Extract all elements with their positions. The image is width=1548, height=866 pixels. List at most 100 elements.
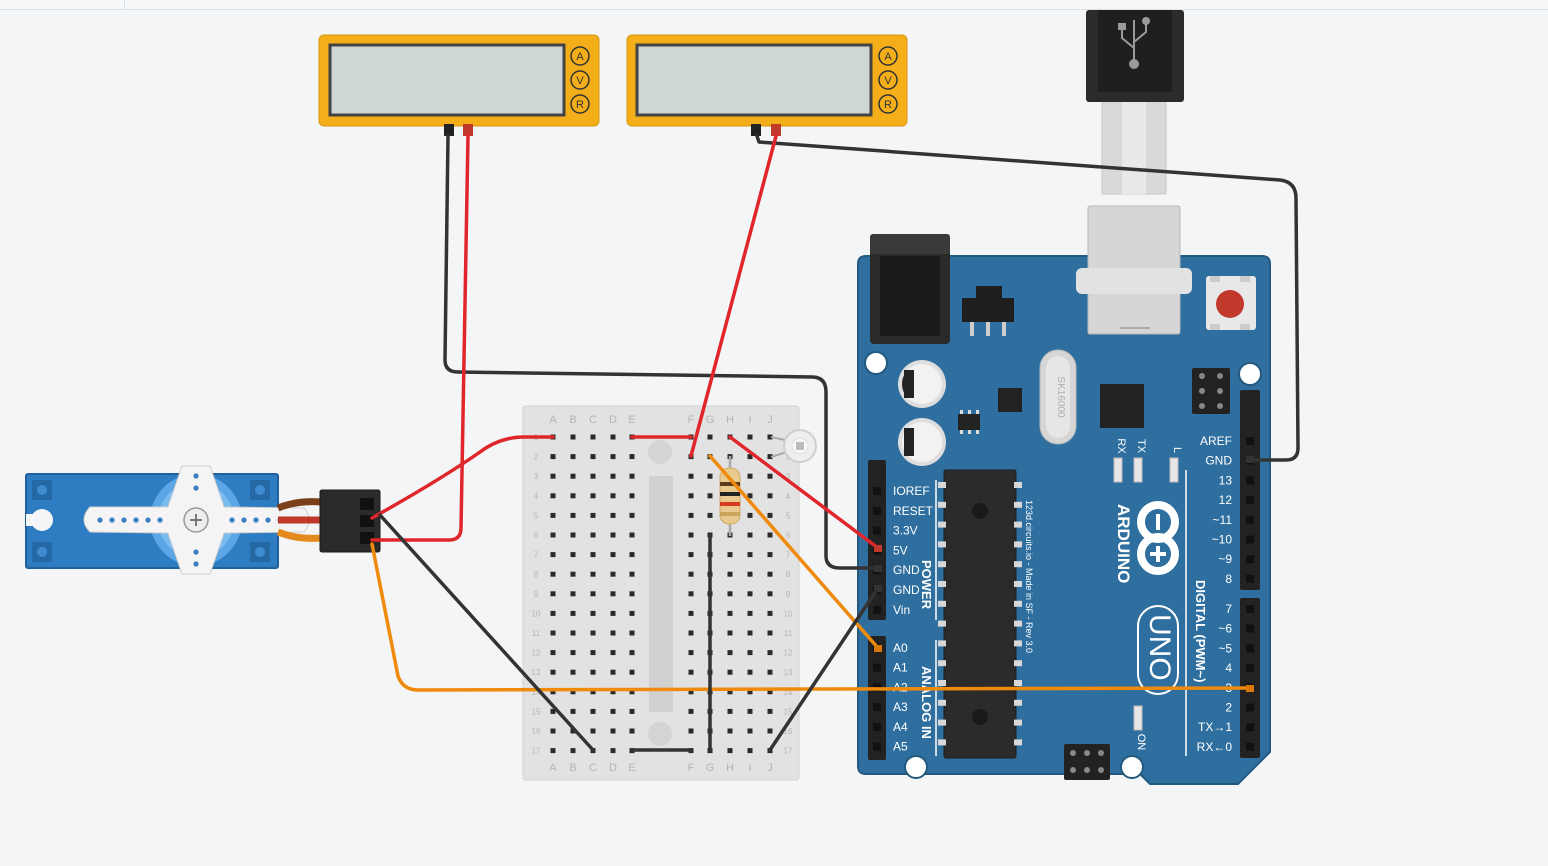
breadboard-hole[interactable] — [570, 454, 576, 460]
breadboard-hole[interactable] — [570, 512, 576, 518]
arduino-pin-socket[interactable] — [873, 742, 881, 751]
arduino-pin-socket[interactable] — [873, 506, 881, 515]
breadboard-hole[interactable] — [570, 434, 576, 440]
multimeter-1-mode-r[interactable]: R — [576, 99, 584, 111]
breadboard-hole[interactable] — [688, 591, 694, 597]
breadboard-hole[interactable] — [767, 630, 773, 636]
breadboard-hole[interactable] — [590, 669, 596, 675]
breadboard-hole[interactable] — [688, 728, 694, 734]
breadboard-hole[interactable] — [688, 650, 694, 656]
breadboard-hole[interactable] — [610, 630, 616, 636]
arduino-pin-socket[interactable] — [873, 605, 881, 614]
breadboard-hole[interactable] — [550, 512, 556, 518]
breadboard-hole[interactable] — [688, 708, 694, 714]
breadboard-hole[interactable] — [727, 630, 733, 636]
breadboard-hole[interactable] — [590, 473, 596, 479]
breadboard-hole[interactable] — [688, 512, 694, 518]
breadboard-hole[interactable] — [550, 689, 556, 695]
breadboard-hole[interactable] — [610, 454, 616, 460]
breadboard-hole[interactable] — [767, 571, 773, 577]
breadboard-hole[interactable] — [629, 591, 635, 597]
breadboard-hole[interactable] — [590, 571, 596, 577]
breadboard-hole[interactable] — [767, 708, 773, 714]
wire-5v[interactable] — [728, 435, 880, 550]
breadboard-hole[interactable] — [550, 728, 556, 734]
breadboard-hole[interactable] — [767, 434, 773, 440]
breadboard-hole[interactable] — [727, 708, 733, 714]
breadboard-hole[interactable] — [550, 454, 556, 460]
breadboard-hole[interactable] — [767, 610, 773, 616]
arduino-pin-socket[interactable] — [1246, 476, 1254, 485]
canvas-top-tab[interactable] — [0, 0, 125, 9]
breadboard-hole[interactable] — [629, 650, 635, 656]
breadboard-hole[interactable] — [590, 630, 596, 636]
breadboard-hole[interactable] — [570, 650, 576, 656]
wire-mm2-black[interactable] — [755, 134, 1300, 462]
breadboard-hole[interactable] — [570, 591, 576, 597]
breadboard-hole[interactable] — [570, 610, 576, 616]
breadboard-hole[interactable] — [727, 689, 733, 695]
breadboard-hole[interactable] — [629, 512, 635, 518]
wire-mm1-black[interactable] — [443, 134, 880, 570]
breadboard-hole[interactable] — [767, 591, 773, 597]
arduino-pin-socket[interactable] — [1246, 574, 1254, 583]
breadboard-hole[interactable] — [747, 454, 753, 460]
breadboard-hole[interactable] — [590, 689, 596, 695]
breadboard-hole[interactable] — [747, 650, 753, 656]
arduino-pin-socket[interactable] — [1246, 624, 1254, 633]
breadboard-hole[interactable] — [747, 689, 753, 695]
breadboard-hole[interactable] — [610, 434, 616, 440]
breadboard-hole[interactable] — [727, 748, 733, 754]
arduino-pin-socket[interactable] — [1246, 535, 1254, 544]
arduino-pin-socket[interactable] — [1246, 723, 1254, 732]
breadboard-hole[interactable] — [688, 689, 694, 695]
servo-motor[interactable] — [25, 465, 381, 575]
breadboard-hole[interactable] — [688, 473, 694, 479]
arduino-pin-socket[interactable] — [873, 703, 881, 712]
wire-a0[interactable] — [708, 454, 880, 650]
breadboard-hole[interactable] — [610, 552, 616, 558]
breadboard-hole[interactable] — [727, 571, 733, 577]
arduino-pin-socket[interactable] — [1246, 437, 1254, 445]
breadboard-hole[interactable] — [767, 493, 773, 499]
breadboard-hole[interactable] — [747, 728, 753, 734]
multimeter-1[interactable]: A V R — [318, 34, 600, 136]
breadboard-hole[interactable] — [747, 552, 753, 558]
wire-mm1-red[interactable] — [370, 134, 470, 542]
breadboard-hole[interactable] — [629, 610, 635, 616]
arduino-pin-socket[interactable] — [873, 722, 881, 731]
arduino-uno-board[interactable]: SK16000 RX TX L ON 123d.circui — [857, 205, 1271, 785]
breadboard-hole[interactable] — [610, 512, 616, 518]
arduino-pin-socket[interactable] — [1246, 664, 1254, 673]
wire-servo-black[interactable] — [378, 513, 595, 752]
breadboard-hole[interactable] — [570, 708, 576, 714]
breadboard-hole[interactable] — [747, 473, 753, 479]
breadboard-hole[interactable] — [570, 689, 576, 695]
breadboard-hole[interactable] — [688, 669, 694, 675]
breadboard-hole[interactable] — [610, 473, 616, 479]
breadboard-hole[interactable] — [767, 532, 773, 538]
breadboard-hole[interactable] — [629, 454, 635, 460]
breadboard-hole[interactable] — [629, 669, 635, 675]
breadboard-hole[interactable] — [550, 748, 556, 754]
breadboard-hole[interactable] — [570, 532, 576, 538]
breadboard-hole[interactable] — [590, 708, 596, 714]
breadboard-hole[interactable] — [767, 454, 773, 460]
breadboard-hole[interactable] — [550, 493, 556, 499]
breadboard-hole[interactable] — [727, 728, 733, 734]
multimeter-1-mode-v[interactable]: V — [576, 75, 584, 87]
arduino-pin-socket[interactable] — [1246, 555, 1254, 564]
breadboard-hole[interactable] — [707, 434, 713, 440]
breadboard-hole[interactable] — [767, 473, 773, 479]
arduino-pin-socket[interactable] — [1246, 742, 1254, 751]
breadboard-hole[interactable] — [727, 591, 733, 597]
breadboard-hole[interactable] — [570, 493, 576, 499]
breadboard-hole[interactable] — [767, 669, 773, 675]
multimeter-2-mode-v[interactable]: V — [884, 75, 892, 87]
breadboard-hole[interactable] — [747, 610, 753, 616]
breadboard-hole[interactable] — [610, 689, 616, 695]
breadboard-hole[interactable] — [550, 591, 556, 597]
breadboard-hole[interactable] — [629, 708, 635, 714]
breadboard-hole[interactable] — [747, 591, 753, 597]
